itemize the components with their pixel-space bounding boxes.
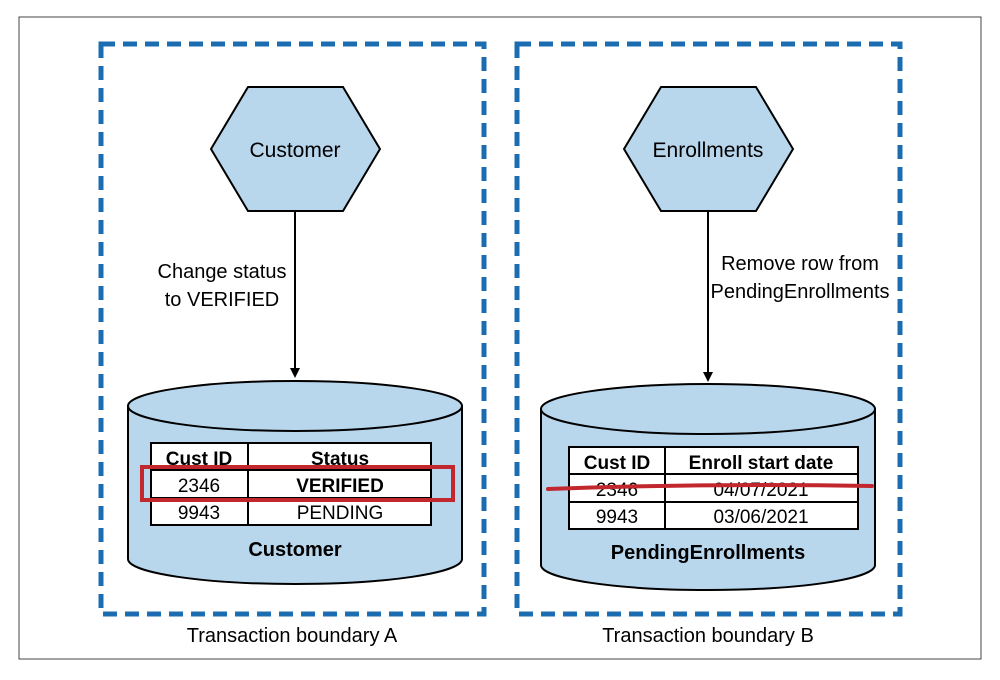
data-table: Cust ID Status 2346 VERIFIED 9943 PENDIN… xyxy=(140,442,455,526)
transaction-boundary-a: Customer Change status to VERIFIED Cust … xyxy=(98,41,487,647)
pending-enrollments-database: Cust ID Enroll start date 2346 04/07/202… xyxy=(540,383,876,591)
database-cylinder-top xyxy=(127,380,463,432)
boundary-caption: Transaction boundary A xyxy=(187,625,398,647)
service-label: Enrollments xyxy=(653,139,764,162)
table-cell: 2346 xyxy=(178,476,220,497)
database-name: PendingEnrollments xyxy=(611,542,805,564)
table-cell: 9943 xyxy=(178,503,220,524)
customer-database: Cust ID Status 2346 VERIFIED 9943 PENDIN… xyxy=(127,380,463,585)
table-cell: 03/06/2021 xyxy=(713,507,808,528)
database-name: Customer xyxy=(248,539,342,561)
customer-service: Customer xyxy=(209,86,382,212)
hexagon-icon xyxy=(209,86,382,212)
action-label-line2: PendingEnrollments xyxy=(711,281,890,303)
data-table: Cust ID Enroll start date 2346 04/07/202… xyxy=(546,446,874,530)
action-label-line1: Remove row from xyxy=(721,253,879,275)
table-header-cell: Cust ID xyxy=(166,449,233,470)
database-cylinder-top xyxy=(540,383,876,435)
table-header-cell: Cust ID xyxy=(584,453,651,474)
strikethrough-line xyxy=(546,483,874,491)
boundary-caption: Transaction boundary B xyxy=(602,625,814,647)
highlight-box xyxy=(140,465,455,502)
table-header-cell: Enroll start date xyxy=(689,453,834,474)
table-header-cell: Status xyxy=(311,449,369,470)
boundary-b-box xyxy=(514,41,903,617)
action-label-line1: Change status xyxy=(158,261,287,283)
service-label: Customer xyxy=(249,139,340,162)
boundary-a-box xyxy=(98,41,487,617)
table-cell: VERIFIED xyxy=(296,476,384,497)
hexagon-icon xyxy=(622,86,795,212)
table-frame xyxy=(150,442,432,526)
table-cell: 9943 xyxy=(596,507,638,528)
action-label-line2: to VERIFIED xyxy=(165,289,279,311)
table-cell: 2346 xyxy=(596,480,638,501)
table-cell: PENDING xyxy=(297,503,384,524)
transaction-boundary-b: Enrollments Remove row from PendingEnrol… xyxy=(514,41,903,647)
outer-frame xyxy=(18,16,982,660)
enrollments-service: Enrollments xyxy=(622,86,795,212)
